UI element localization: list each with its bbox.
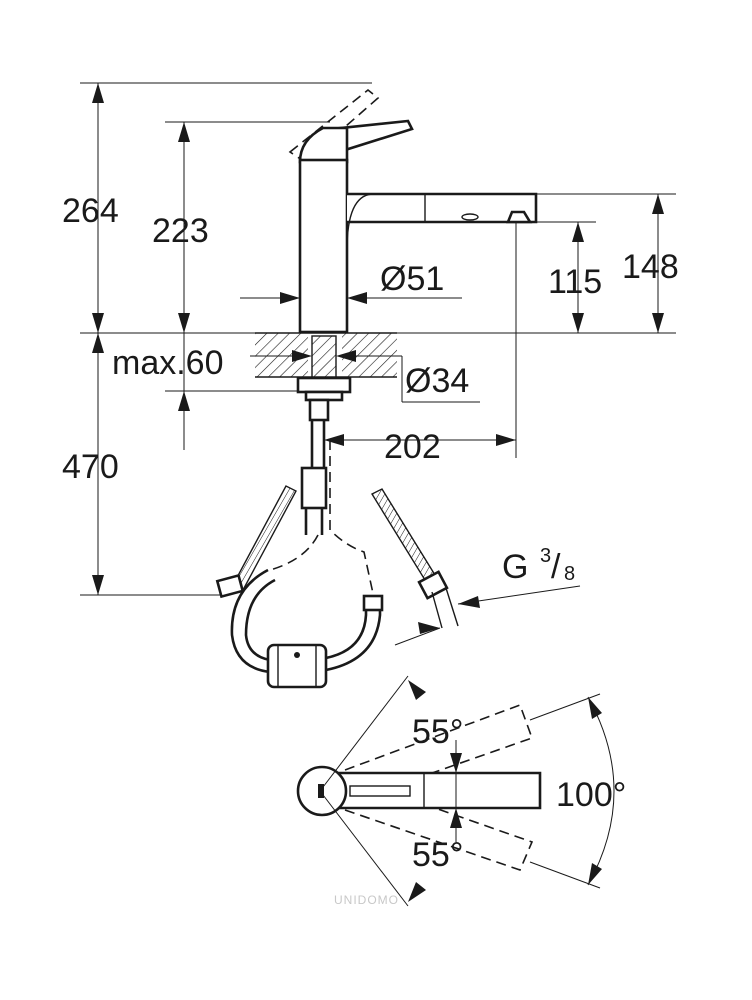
supply-hoses [215, 420, 459, 689]
label-below-deck: 470 [62, 448, 119, 486]
hose-weight [266, 643, 328, 689]
spray-outlet [506, 210, 533, 224]
label-hole-diameter: Ø34 [405, 362, 469, 400]
swivel-arc [587, 696, 615, 886]
label-body-height: 223 [152, 212, 209, 250]
threaded-shank [311, 335, 337, 379]
swivel-top-view [296, 675, 615, 907]
label-total-height: 264 [62, 192, 119, 230]
label-swivel-total: 100° [556, 776, 626, 814]
label-spout-height: 148 [622, 248, 679, 286]
label-max-deck: max.60 [112, 344, 224, 382]
right-braided-hose [371, 488, 436, 581]
label-body-diameter: Ø51 [380, 260, 444, 298]
thread-slash: / [551, 548, 561, 586]
faucet-body [298, 158, 349, 334]
label-swivel-lower: 55° [412, 836, 463, 874]
label-reach: 202 [384, 428, 441, 466]
hose-loop [230, 568, 271, 674]
faucet-cap [298, 126, 349, 164]
label-thread: G [502, 548, 528, 586]
hose-connector [300, 466, 328, 510]
dimension-lines [80, 82, 676, 646]
watermark: UNIDOMO [334, 893, 399, 907]
label-thread-numerator: 3 [540, 545, 551, 567]
swivel-lower-position [344, 779, 534, 871]
faucet-side-view [288, 88, 538, 334]
faucet-spout [347, 192, 538, 224]
label-thread-denominator: 8 [564, 563, 575, 585]
spout-top-view [336, 771, 542, 810]
sink-deck [255, 332, 397, 422]
label-outlet-height: 115 [548, 263, 602, 301]
left-braided-hose [232, 485, 297, 591]
mounting-nut [296, 376, 352, 394]
label-swivel-upper: 55° [412, 713, 463, 751]
